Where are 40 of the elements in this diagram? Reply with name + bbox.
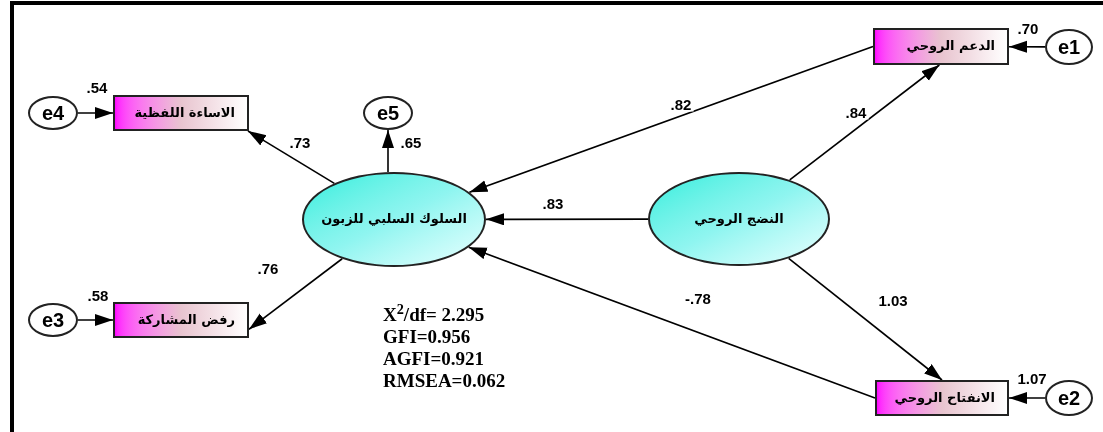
observed-box (113, 95, 249, 131)
fit-statistic: GFI=0.956 (383, 326, 472, 348)
error-ellipse (28, 96, 78, 130)
arrow (1008, 392, 1046, 404)
node-label: الاساءة اللفظية (134, 104, 235, 122)
observed-box (875, 380, 1009, 416)
arrow (787, 257, 943, 381)
arrow (788, 64, 941, 181)
variance-value: .58 (87, 287, 109, 303)
arrow (1008, 40, 1046, 53)
fit-statistic: RMSEA=0.062 (383, 370, 506, 392)
error-ellipse (363, 96, 413, 130)
variance-value: .70 (1017, 20, 1039, 36)
arrow (77, 314, 114, 326)
arrow (77, 107, 114, 119)
error-ellipse (28, 303, 78, 337)
variance-value: .54 (86, 79, 108, 95)
fit-statistic: AGFI=0.921 (383, 348, 486, 370)
fit-statistic: X$^{2}$/df= 2.295 (383, 304, 486, 326)
variance-value: 1.07 (1017, 370, 1047, 386)
node-label: e1 (1057, 37, 1081, 57)
node-label: e5 (376, 103, 400, 123)
arrow (247, 130, 336, 185)
arrow (468, 45, 874, 194)
node-label: السلوك السلبي للزبون (321, 211, 467, 228)
arrow (382, 129, 394, 173)
node-label: الدعم الروحي (906, 38, 995, 55)
arrow (485, 213, 649, 226)
node-label: e2 (1057, 388, 1081, 408)
node-label: رفض المشاركة (137, 311, 235, 329)
arrow (248, 257, 343, 331)
node-label: e3 (41, 310, 65, 330)
node-label: e4 (41, 103, 65, 123)
node-label: النضج الروحي (694, 210, 784, 228)
node-label: الانفتاح الروحي (894, 389, 995, 407)
observed-box (873, 28, 1009, 65)
arrow (467, 246, 876, 399)
error-ellipse (1045, 380, 1093, 416)
observed-box (113, 302, 249, 338)
error-ellipse (1045, 29, 1093, 65)
